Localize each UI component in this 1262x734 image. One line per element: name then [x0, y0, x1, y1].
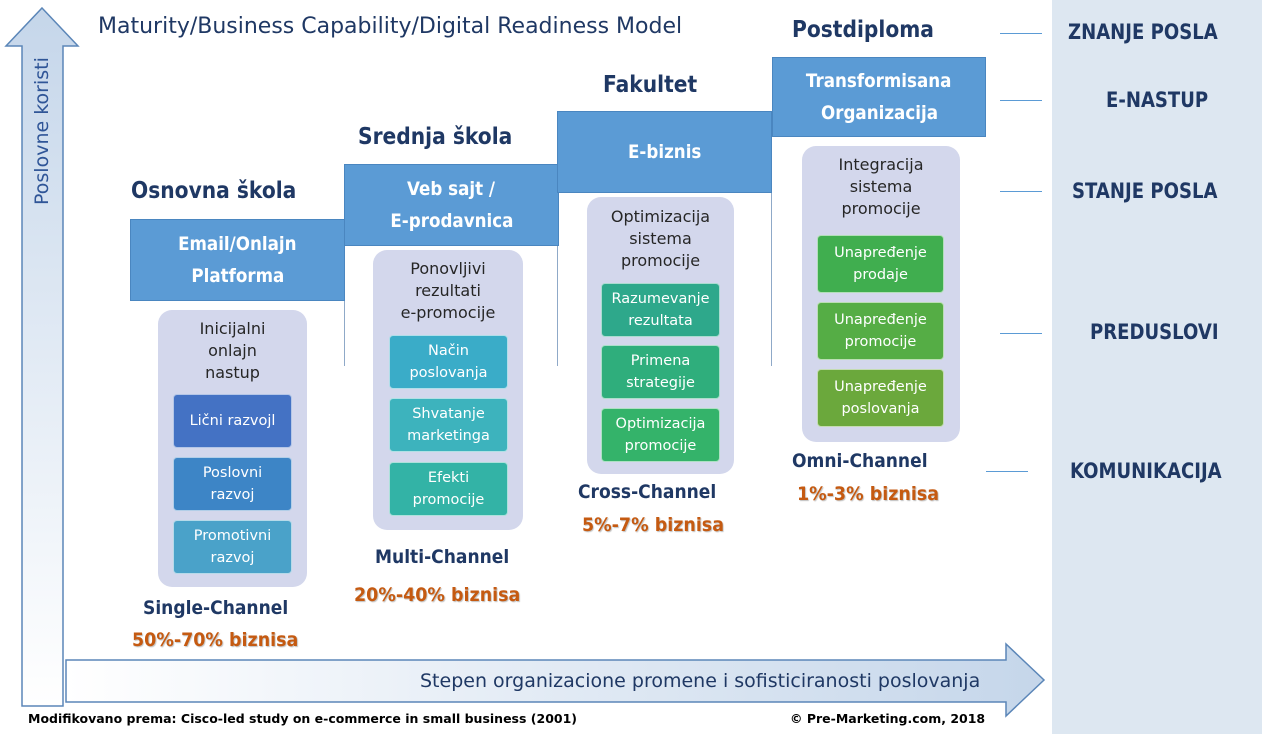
- y-axis-arrow: [4, 6, 80, 707]
- percent-label: 20%-40% biznisa: [354, 584, 521, 606]
- container-title: Integracija sistema promocije: [838, 155, 924, 218]
- platform-box-veb-sajt: Veb sajt / E-prodavnica: [344, 164, 559, 246]
- right-label-komunikacija: KOMUNIKACIJA: [1070, 459, 1222, 483]
- container-title: Inicijalni onlajn nastup: [199, 319, 266, 382]
- stage-level-fakultet: Fakultet: [603, 72, 698, 98]
- footer-source: Modifikovano prema: Cisco-led study on e…: [28, 711, 578, 726]
- container-title: Ponovljivi rezultati e-promocije: [400, 259, 496, 322]
- container-title: Optimizacija sistema promocije: [610, 207, 711, 270]
- stage-level-osnovna: Osnovna škola: [131, 178, 297, 204]
- percent-label: 50%-70% biznisa: [132, 629, 299, 651]
- channel-label: Omni-Channel: [792, 450, 928, 472]
- connector-line: [1000, 33, 1042, 34]
- right-panel: [1052, 0, 1262, 734]
- x-axis-label: Stepen organizacione promene i sofistici…: [420, 670, 981, 692]
- connector-line: [1000, 191, 1042, 192]
- page-title: Maturity/Business Capability/Digital Rea…: [98, 14, 683, 39]
- connector-line: [986, 471, 1028, 472]
- step-line: [557, 190, 558, 366]
- channel-label: Cross-Channel: [578, 481, 717, 503]
- x-axis-arrow: [65, 642, 1046, 718]
- percent-label: 5%-7% biznisa: [582, 514, 725, 536]
- percent-label: 1%-3% biznisa: [797, 483, 940, 505]
- y-axis-label: Poslovne koristi: [31, 57, 53, 205]
- step-line: [771, 190, 772, 366]
- stage-level-postdiploma: Postdiploma: [792, 17, 934, 43]
- footer-copyright: © Pre-Marketing.com, 2018: [790, 711, 986, 726]
- platform-box-transformisana: Transformisana Organizacija: [772, 57, 986, 137]
- step-line: [344, 244, 345, 366]
- platform-box-email: Email/Onlajn Platforma: [130, 219, 345, 301]
- right-label-preduslovi: PREDUSLOVI: [1090, 320, 1219, 344]
- right-label-e-nastup: E-NASTUP: [1106, 88, 1209, 112]
- right-label-stanje-posla: STANJE POSLA: [1072, 179, 1218, 203]
- platform-box-e-biznis: E-biznis: [557, 111, 772, 193]
- right-label-znanje-posla: ZNANJE POSLA: [1068, 20, 1218, 44]
- connector-line: [1000, 100, 1042, 101]
- capability-box: Lični razvojl: [173, 394, 292, 448]
- channel-label: Single-Channel: [143, 597, 289, 619]
- connector-line: [1000, 333, 1042, 334]
- channel-label: Multi-Channel: [375, 546, 510, 568]
- stage-level-srednja: Srednja škola: [358, 124, 513, 150]
